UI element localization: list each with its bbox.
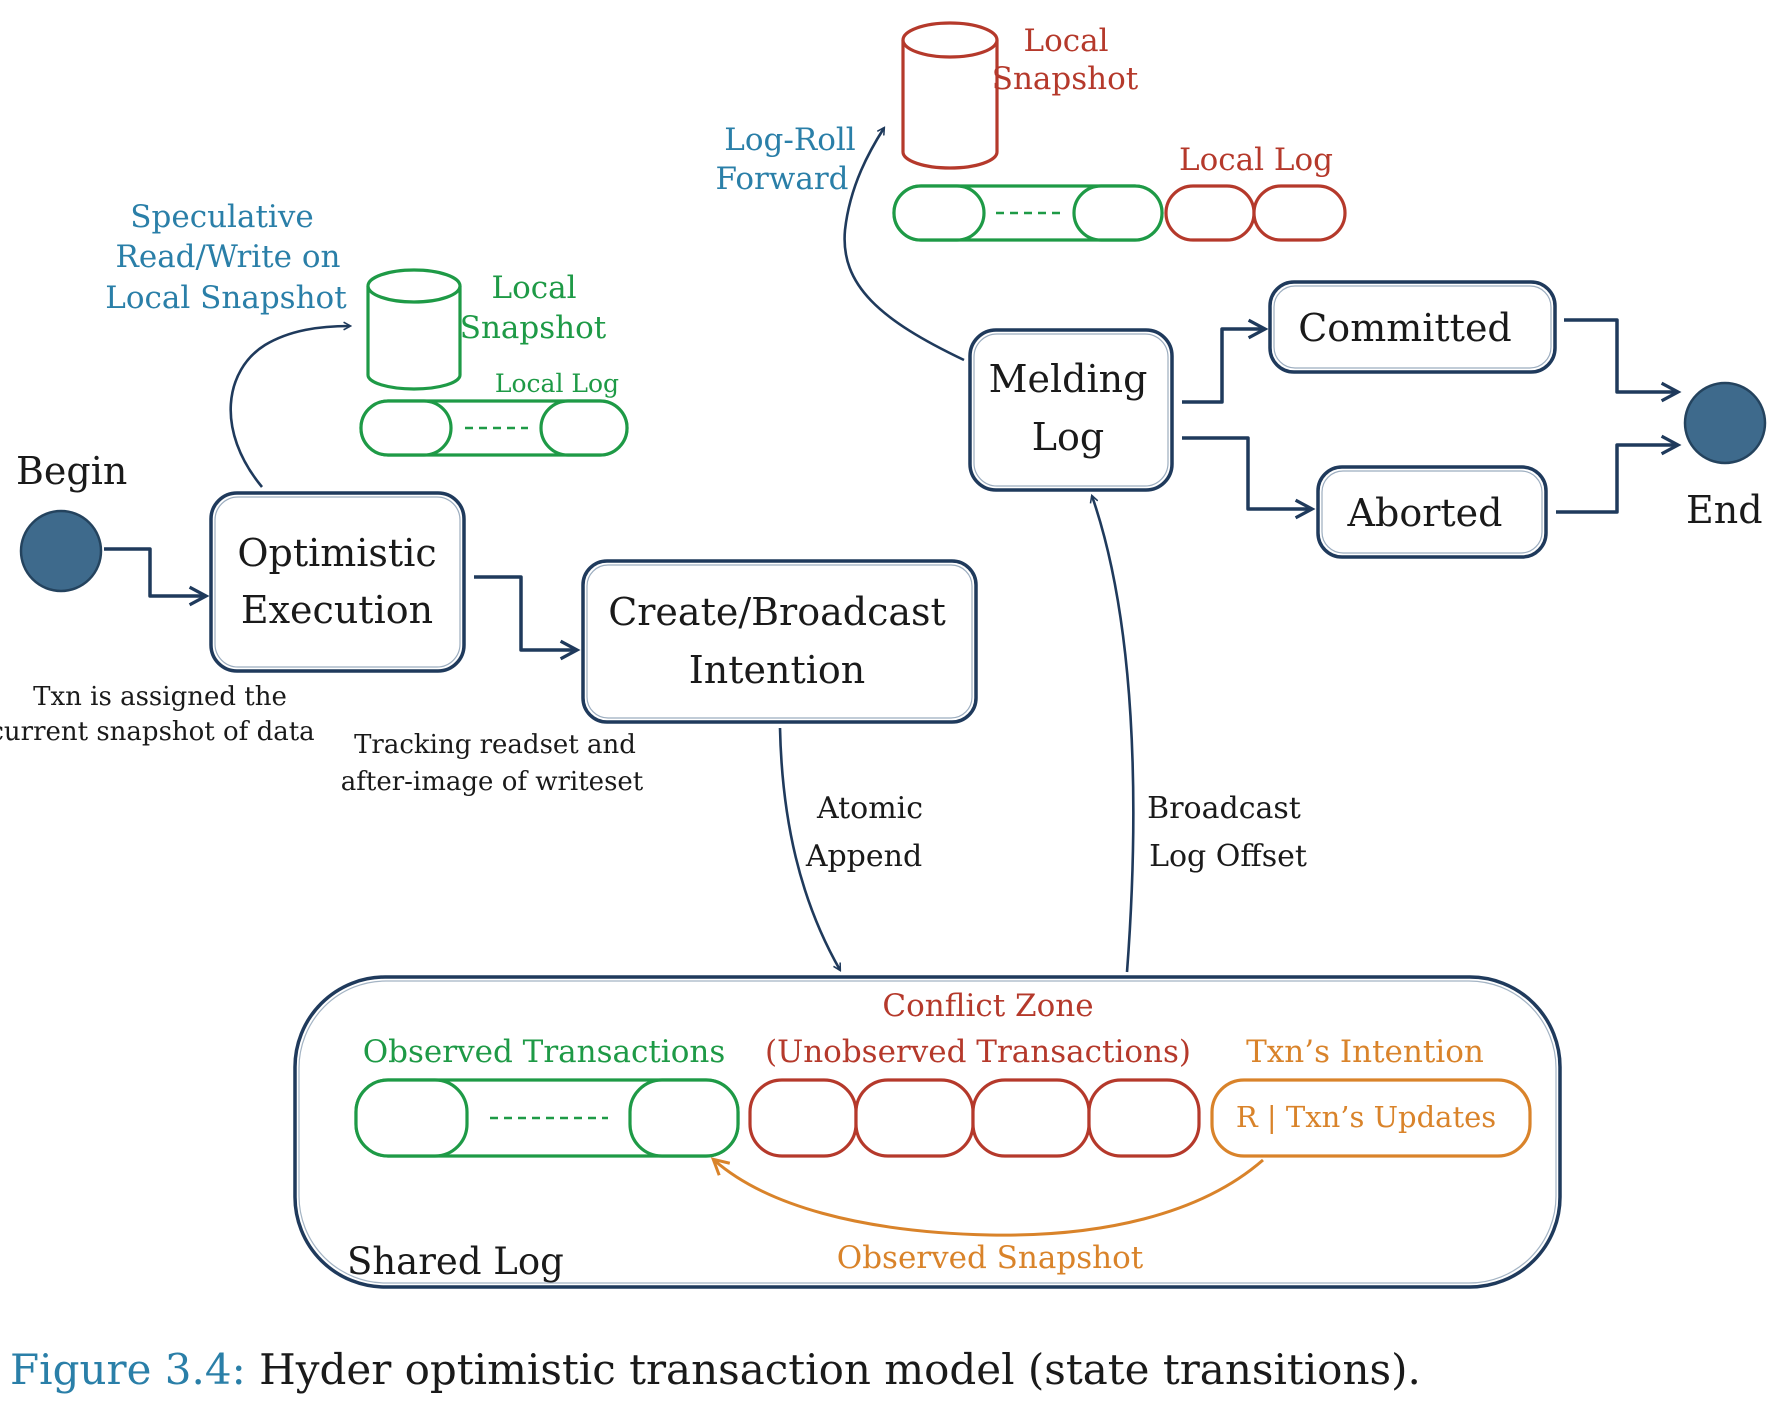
figure-caption-text: Hyder optimistic transaction model (stat…: [246, 1345, 1421, 1394]
tracking-annotation: Tracking readset and after-image of writ…: [341, 730, 644, 797]
shared-log-container: [293, 975, 1562, 1289]
arrow-optimistic-to-intention: [474, 575, 576, 650]
committed-label: Committed: [1298, 306, 1512, 350]
broadcast-line2: Log Offset: [1149, 839, 1307, 874]
shared-log-label: Shared Log: [347, 1240, 564, 1283]
arrow-broadcast-log-offset: [1092, 496, 1135, 973]
arrow-committed-to-end: [1564, 318, 1677, 392]
local-log-left-label: Local Log: [495, 369, 619, 398]
end-label: End: [1686, 488, 1763, 532]
logroll-annotation: Log-Roll Forward: [716, 122, 856, 197]
optimistic-line1: Optimistic: [237, 531, 436, 575]
arrow-atomic-append: [778, 727, 842, 970]
aborted-label: Aborted: [1347, 491, 1503, 535]
logroll-line2: Forward: [716, 161, 849, 197]
local-snapshot-top-cylinder: [901, 21, 999, 170]
speculative-line2: Read/Write on: [116, 239, 341, 275]
txn-assigned-line1: Txn is assigned the: [33, 682, 287, 712]
intention-line2: Intention: [689, 648, 866, 692]
arrow-begin-to-optimistic: [104, 547, 205, 596]
arrow-aborted-to-end: [1556, 445, 1677, 514]
begin-label: Begin: [16, 449, 127, 493]
melding-line1: Melding: [989, 357, 1148, 401]
arrow-speculative-read-write: [229, 326, 350, 488]
logroll-line1: Log-Roll: [724, 122, 855, 158]
arrow-observed-snapshot: [714, 1160, 1264, 1237]
txn-assigned-line2: current snapshot of data: [0, 717, 315, 747]
atomic-line1: Atomic: [816, 791, 923, 826]
local-log-top-label: Local Log: [1179, 142, 1333, 178]
arrow-log-roll-forward: [843, 128, 965, 362]
state-melding-log: Melding Log: [968, 328, 1174, 492]
conflict-zone-line2: (Unobserved Transactions): [765, 1034, 1191, 1070]
intention-line1: Create/Broadcast: [608, 590, 946, 634]
local-log-left: [359, 399, 629, 457]
state-optimistic-execution: Optimistic Execution: [209, 491, 466, 673]
observed-transactions-log: [354, 1078, 740, 1158]
txn-assigned-annotation: Txn is assigned the current snapshot of …: [0, 682, 315, 747]
local-snapshot-left-cylinder: [366, 268, 462, 391]
txn-intention-cell-text: R | Txn’s Updates: [1236, 1100, 1496, 1134]
local-snapshot-top-line1: Local: [1023, 23, 1108, 59]
end-node: [1683, 381, 1767, 465]
local-snapshot-left-line1: Local: [491, 270, 576, 306]
melding-line2: Log: [1032, 415, 1104, 459]
observed-transactions-label: Observed Transactions: [363, 1034, 726, 1070]
speculative-line3: Local Snapshot: [105, 280, 347, 316]
observed-snapshot-label: Observed Snapshot: [837, 1240, 1144, 1276]
arrow-melding-to-committed: [1182, 329, 1264, 404]
local-snapshot-left-line2: Snapshot: [460, 310, 607, 346]
atomic-line2: Append: [805, 839, 922, 874]
state-committed: Committed: [1268, 280, 1557, 374]
local-log-top: [892, 184, 1347, 242]
txn-intention-label: Txn’s Intention: [1246, 1034, 1484, 1070]
tracking-line2: after-image of writeset: [341, 767, 644, 797]
state-aborted: Aborted: [1316, 465, 1548, 559]
tracking-line1: Tracking readset and: [354, 730, 636, 760]
optimistic-line2: Execution: [241, 588, 433, 632]
state-create-broadcast-intention: Create/Broadcast Intention: [581, 559, 978, 724]
speculative-annotation: Speculative Read/Write on Local Snapshot: [105, 199, 347, 316]
arrow-melding-to-aborted: [1182, 436, 1311, 509]
figure-caption: Figure 3.4: Hyder optimistic transaction…: [10, 1345, 1421, 1394]
broadcast-annotation: Broadcast Log Offset: [1147, 791, 1307, 874]
conflict-zone-log: [748, 1078, 1201, 1158]
conflict-zone-line1: Conflict Zone: [882, 988, 1093, 1024]
txn-intention-cell: [1210, 1078, 1532, 1158]
local-snapshot-top-line2: Snapshot: [992, 61, 1139, 97]
figure-caption-label: Figure 3.4:: [10, 1345, 246, 1394]
broadcast-line1: Broadcast: [1147, 791, 1301, 826]
speculative-line1: Speculative: [130, 199, 313, 235]
begin-node: [19, 509, 103, 593]
atomic-append-annotation: Atomic Append: [805, 791, 923, 874]
